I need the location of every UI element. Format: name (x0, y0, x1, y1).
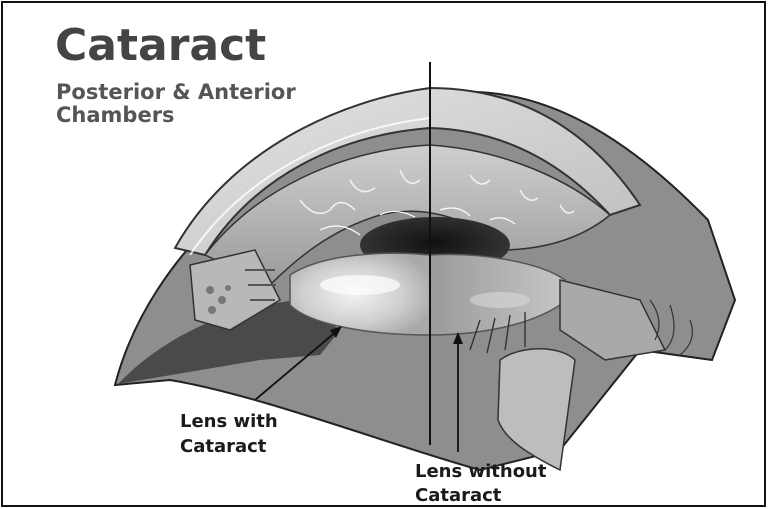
label-lens-without-cataract-line-1: Lens without (415, 461, 547, 482)
label-lens-without-cataract-line-2: Cataract (415, 485, 502, 506)
label-lens-with-cataract-line-1: Lens with (180, 411, 278, 432)
subtitle-line-1: Posterior & Anterior (56, 80, 296, 104)
label-lens-with-cataract-line-2: Cataract (180, 436, 267, 457)
subtitle-line-2: Chambers (56, 103, 175, 127)
title: Cataract (55, 20, 266, 71)
